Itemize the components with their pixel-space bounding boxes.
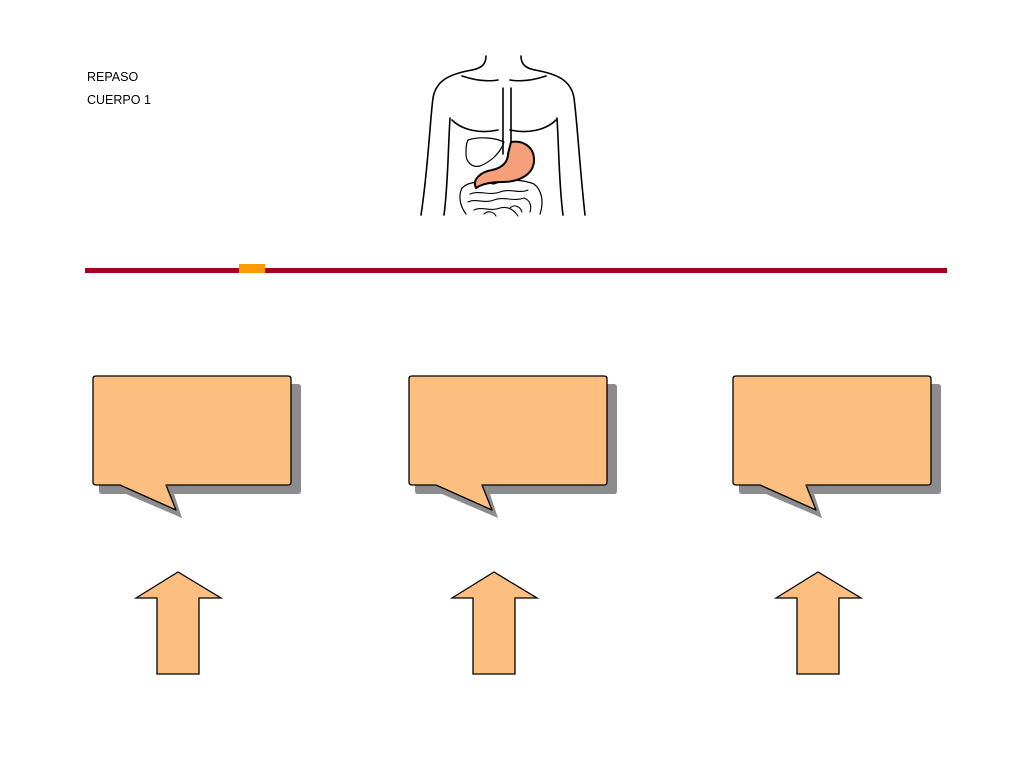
divider-line — [85, 268, 947, 273]
up-arrow-icon-2 — [450, 571, 540, 675]
up-arrow-icon-3 — [774, 571, 864, 675]
torso-digestive-system-icon — [420, 55, 586, 217]
heading-repaso: REPASO — [87, 70, 139, 84]
speech-bubble-1 — [92, 375, 301, 518]
speech-bubble-2 — [408, 375, 617, 518]
up-arrow-icon-1 — [134, 571, 224, 675]
speech-bubble-3 — [732, 375, 941, 518]
heading-cuerpo: CUERPO 1 — [87, 93, 151, 107]
divider-marker — [239, 264, 265, 273]
